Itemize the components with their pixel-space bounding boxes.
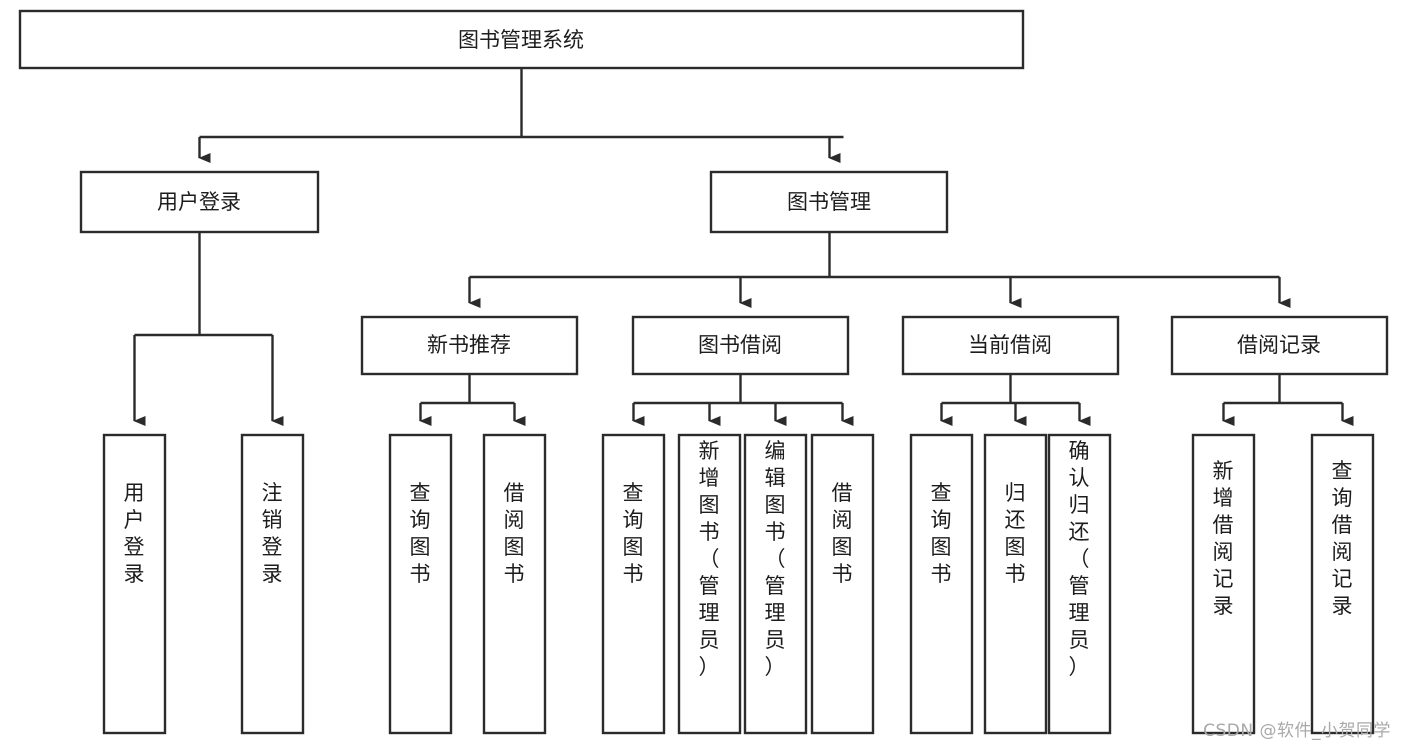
leaf-edit-book-admin-label: 编辑图书（管理员） — [765, 439, 786, 679]
leaf-add-borrow-record-box[interactable] — [1191, 433, 1256, 735]
node-current-borrow-label: 当前借阅 — [968, 333, 1052, 357]
node-new-book-recommend-box[interactable] — [360, 315, 579, 376]
node-book-borrow[interactable]: 图书借阅 — [631, 315, 850, 376]
leaf-query-book-current-box[interactable] — [909, 433, 974, 735]
leaf-node-user-login[interactable]: 用户登录 — [102, 433, 167, 735]
node-book-borrow-label: 图书借阅 — [698, 333, 782, 357]
leaf-user-logout-label: 注销登录 — [262, 481, 283, 586]
leaf-query-book-recommend-box[interactable] — [388, 433, 453, 735]
leaf-borrow-book-box[interactable] — [810, 433, 875, 735]
leaf-borrow-book-recommend-label: 借阅图书 — [504, 481, 525, 586]
leaf-node-query-borrow-record[interactable]: 查询借阅记录 — [1310, 433, 1375, 735]
leaf-query-book-borrow-label: 查询图书 — [623, 481, 644, 586]
node-book-management[interactable]: 图书管理 — [709, 170, 949, 234]
leaf-query-book-recommend-label: 查询图书 — [410, 481, 431, 586]
leaf-return-book-label: 归还图书 — [1005, 481, 1026, 586]
node-borrow-record-box[interactable] — [1170, 315, 1389, 376]
node-book-management-box[interactable] — [709, 170, 949, 234]
leaf-node-borrow-book[interactable]: 借阅图书 — [810, 433, 875, 735]
leaf-node-return-book[interactable]: 归还图书 — [983, 433, 1048, 735]
leaf-query-book-current-label: 查询图书 — [931, 481, 952, 586]
leaf-borrow-book-label: 借阅图书 — [832, 481, 853, 586]
leaf-confirm-return-admin-label: 确认归还（管理员） — [1069, 439, 1090, 679]
leaf-query-borrow-record-label: 查询借阅记录 — [1332, 459, 1353, 618]
node-book-management-label: 图书管理 — [787, 190, 871, 214]
leaf-node-confirm-return-admin[interactable]: 确认归还（管理员） — [1047, 433, 1112, 735]
leaf-add-borrow-record-label: 新增借阅记录 — [1213, 459, 1234, 618]
leaf-node-add-borrow-record[interactable]: 新增借阅记录 — [1191, 433, 1256, 735]
node-current-borrow[interactable]: 当前借阅 — [901, 315, 1120, 376]
leaf-user-login-label: 用户登录 — [124, 481, 145, 586]
connector-layer — [133, 68, 1354, 426]
leaf-node-query-book-current[interactable]: 查询图书 — [909, 433, 974, 735]
node-borrow-record-label: 借阅记录 — [1237, 333, 1321, 357]
leaf-add-book-admin-label: 新增图书（管理员） — [699, 439, 720, 679]
leaf-return-book-box[interactable] — [983, 433, 1048, 735]
leaf-user-logout-box[interactable] — [240, 433, 305, 735]
leaf-node-user-logout[interactable]: 注销登录 — [240, 433, 305, 735]
node-user-login-box[interactable] — [79, 170, 320, 234]
node-user-login[interactable]: 用户登录 — [79, 170, 320, 234]
node-root-box[interactable] — [18, 9, 1025, 70]
leaf-node-edit-book-admin[interactable]: 编辑图书（管理员） — [743, 433, 808, 735]
leaf-confirm-return-admin-box[interactable] — [1047, 433, 1112, 735]
node-user-login-label: 用户登录 — [157, 190, 241, 214]
node-root[interactable]: 图书管理系统 — [18, 9, 1025, 70]
node-new-book-recommend-label: 新书推荐 — [427, 333, 511, 357]
leaf-borrow-book-recommend-box[interactable] — [482, 433, 547, 735]
node-current-borrow-box[interactable] — [901, 315, 1120, 376]
leaf-node-borrow-book-recommend[interactable]: 借阅图书 — [482, 433, 547, 735]
leaf-node-query-book-recommend[interactable]: 查询图书 — [388, 433, 453, 735]
leaf-add-book-admin-box[interactable] — [677, 433, 742, 735]
leaf-node-add-book-admin[interactable]: 新增图书（管理员） — [677, 433, 742, 735]
leaf-node-query-book-borrow[interactable]: 查询图书 — [601, 433, 666, 735]
leaf-query-book-borrow-box[interactable] — [601, 433, 666, 735]
leaf-user-login-box[interactable] — [102, 433, 167, 735]
node-new-book-recommend[interactable]: 新书推荐 — [360, 315, 579, 376]
leaf-query-borrow-record-box[interactable] — [1310, 433, 1375, 735]
node-borrow-record[interactable]: 借阅记录 — [1170, 315, 1389, 376]
node-book-borrow-box[interactable] — [631, 315, 850, 376]
leaf-edit-book-admin-box[interactable] — [743, 433, 808, 735]
node-root-label: 图书管理系统 — [458, 28, 584, 52]
